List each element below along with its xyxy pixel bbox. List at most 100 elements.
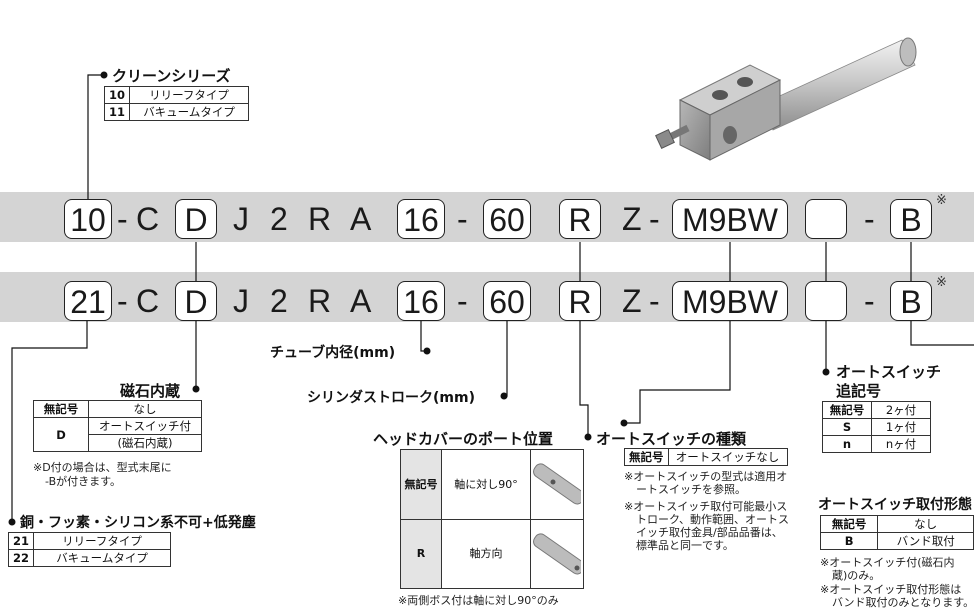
table-cell: リリーフタイプ (129, 86, 250, 104)
table-cell: (磁石内蔵) (88, 434, 202, 452)
clean-series-title: クリーンシリーズ (112, 67, 231, 85)
table-cell: なし (88, 400, 202, 418)
table-cell: n (822, 435, 872, 453)
asterisk: ※ (936, 275, 947, 290)
switch-type-note: 標準品と同一です。 (636, 539, 734, 552)
table-row: R 軸方向 (401, 520, 583, 588)
mount-title: オートスイッチ取付形態 (818, 497, 972, 513)
table-cell: 1ヶ付 (871, 418, 931, 436)
code-box-bore: 16 (397, 281, 445, 321)
mount-note: ※オートスイッチ取付形態は (820, 583, 962, 596)
code-dash: - (457, 283, 468, 319)
code-box-switch: M9BW (672, 199, 788, 239)
code-dash: - (864, 201, 875, 237)
switch-type-note: ※オートスイッチの型式は適用オ (624, 470, 788, 483)
code-z: Z (622, 201, 642, 237)
bore-size-label: チューブ内径(mm) (270, 345, 396, 361)
table-row: 無記号オートスイッチなし (624, 448, 788, 466)
table-cell: D (33, 417, 89, 452)
table-cell: リリーフタイプ (33, 532, 172, 550)
table-cell: バンド取付 (877, 532, 974, 550)
code-box-stroke: 60 (483, 199, 531, 239)
switch-count-title: オートスイッチ (836, 363, 942, 381)
table-cell: 22 (7, 549, 35, 567)
table-row: 無記号 軸に対し90° (401, 450, 583, 520)
code-a: A (350, 283, 372, 319)
code-box-d: D (175, 199, 217, 239)
code-box-switch: M9BW (672, 281, 788, 321)
table-cell: 21 (7, 532, 35, 550)
code-c: C (136, 283, 160, 319)
switch-count-subtitle: 追記号 (836, 382, 882, 400)
table-cell: B (819, 532, 879, 550)
code-dash: - (117, 201, 128, 237)
table-cell: なし (877, 515, 974, 533)
code-dash: - (649, 201, 660, 237)
table-cell: 10 (103, 86, 131, 104)
table-row: 無記号なし (33, 400, 202, 418)
code-box-21: 21 (64, 281, 112, 321)
table-cell: オートスイッチ付 (88, 417, 202, 435)
code-c: C (136, 201, 160, 237)
port-side-image (533, 463, 581, 505)
magnet-note: -Bが付きます。 (45, 475, 122, 488)
table-cell: 無記号 (624, 448, 669, 466)
code-box-stroke: 60 (483, 281, 531, 321)
stroke-label: シリンダストローク(mm) (307, 390, 475, 406)
magnet-title: 磁石内蔵 (120, 382, 181, 400)
table-cell: オートスイッチなし (667, 448, 788, 466)
code-box-port: R (559, 199, 601, 239)
table-cell: nヶ付 (871, 435, 931, 453)
code-box-count (805, 199, 847, 239)
table-cell: バキュームタイプ (129, 103, 250, 121)
table-cell: 11 (103, 103, 131, 121)
code-a: A (350, 201, 372, 237)
port-position-table: 無記号 軸に対し90° R 軸方向 (400, 449, 584, 589)
code-dash: - (117, 283, 128, 319)
magnet-note: ※D付の場合は、型式末尾に (33, 461, 172, 474)
table-cell: 2ヶ付 (871, 401, 931, 419)
mount-note: バンド取付のみとなります。 (832, 596, 974, 609)
code-j: J (233, 201, 249, 237)
table-cell: 無記号 (33, 400, 89, 418)
code-dash: - (457, 201, 468, 237)
code-2: 2 (270, 283, 288, 319)
table-cell: 無記号 (819, 515, 879, 533)
code-box-mount: B (890, 281, 932, 321)
code-box-mount: B (890, 199, 932, 239)
asterisk: ※ (936, 193, 947, 208)
port-position-title: ヘッドカバーのポート位置 (373, 430, 554, 448)
code-box-d: D (175, 281, 217, 321)
table-row: (磁石内蔵) (34, 434, 202, 452)
table-cell: 無記号 (401, 450, 442, 519)
code-j: J (233, 283, 249, 319)
code-box-count (805, 281, 847, 321)
table-cell: 軸に対し90° (442, 450, 531, 519)
code-r: R (308, 201, 332, 237)
switch-type-table: 無記号オートスイッチなし (624, 448, 788, 466)
table-cell: 軸方向 (442, 520, 531, 588)
table-cell: S (822, 418, 872, 436)
code-box-10: 10 (64, 199, 112, 239)
switch-type-title: オートスイッチの種類 (596, 430, 747, 448)
table-cell: R (401, 520, 442, 588)
code-box-port: R (559, 281, 601, 321)
code-z: Z (622, 283, 642, 319)
switch-type-note: ※オートスイッチ取付可能最小ス (624, 500, 788, 513)
code-dash: - (649, 283, 660, 319)
port-axial-image (533, 533, 581, 575)
switch-type-note: ートスイッチを参照。 (636, 483, 746, 496)
table-row: 無記号なし (819, 515, 974, 533)
